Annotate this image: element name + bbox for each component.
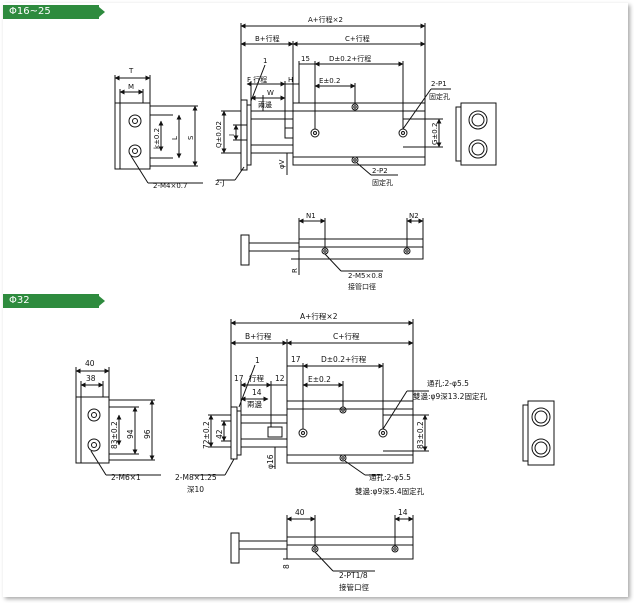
label-port-l: 2-PT1/8 <box>339 571 368 580</box>
label-h: H <box>288 76 293 84</box>
label-m4: 2-M4×0.7 <box>153 182 187 190</box>
label-dim14b: 14 <box>398 508 408 517</box>
label-p2: 2-P2 <box>372 167 388 175</box>
small-right-view <box>455 102 497 166</box>
label-part1-l: 1 <box>255 356 260 365</box>
label-g: G±0.2 <box>431 123 439 145</box>
label-counter2: 雙邊:φ9深5.4固定孔 <box>355 486 425 496</box>
label-h42: 42 <box>215 429 224 439</box>
large-side-view <box>193 319 429 476</box>
label-both-sides: 兩邊 <box>258 100 272 109</box>
label-b-stroke: B+行程 <box>255 34 280 43</box>
label-s: S <box>187 135 195 140</box>
label-e-l: E±0.2 <box>308 375 331 384</box>
label-dim17a: 17 <box>291 355 301 364</box>
small-end-view <box>114 75 203 184</box>
label-total-l: A+行程×2 <box>300 311 338 321</box>
large-right-view <box>522 400 555 466</box>
label-p1-note: 固定孔 <box>429 92 450 101</box>
label-q: Q±0.02 <box>215 121 223 148</box>
label-m6: 2-M6×1 <box>111 473 141 482</box>
label-m8: 2-M8×1.25 <box>175 473 217 482</box>
label-n1: N1 <box>306 212 316 220</box>
section-title-large: Φ32 <box>9 295 30 306</box>
small-labels: A+行程×2 B+行程 C+行程 15 D±0.2+行程 E±0.2 1 F 行… <box>128 15 450 291</box>
label-part1: 1 <box>263 57 267 65</box>
label-h96: 96 <box>143 429 152 439</box>
label-both-sides-l: 兩邊 <box>247 399 262 409</box>
label-dim8: 8 <box>282 564 291 569</box>
label-phi16: φ16 <box>266 454 275 469</box>
label-b-stroke-l: B+行程 <box>245 331 272 341</box>
label-h72: 72±0.2 <box>202 421 211 449</box>
section-banner-large: Φ32 <box>3 294 105 308</box>
label-p1: 2-P1 <box>431 80 447 88</box>
large-end-view <box>75 367 161 476</box>
label-dim12: 12 <box>275 374 285 383</box>
label-port-note: 接管口徑 <box>348 282 376 291</box>
label-h94: 94 <box>126 429 135 439</box>
label-d-stroke-l: D±0.2+行程 <box>321 354 367 364</box>
label-h83: 83±0.2 <box>110 421 119 449</box>
small-side-view <box>217 23 451 181</box>
label-stroke-l: 行程 <box>249 373 264 383</box>
large-bottom-view <box>230 515 414 572</box>
label-w40: 40 <box>85 359 95 368</box>
label-r: R <box>291 268 299 273</box>
label-w: W <box>267 89 274 97</box>
label-dim40: 40 <box>295 508 305 517</box>
label-c-stroke: C+行程 <box>345 34 370 43</box>
label-f-stroke: F 行程 <box>247 75 267 84</box>
label-port-note-l: 接管口徑 <box>339 582 369 592</box>
large-labels: A+行程×2 B+行程 C+行程 17 D±0.2+行程 17 行程 12 E±… <box>85 311 487 592</box>
label-through1: 通孔:2-φ5.5 <box>427 378 469 388</box>
label-through2: 通孔:2-φ5.5 <box>369 472 411 482</box>
label-phi-v: φV <box>278 159 286 169</box>
label-p2-note: 固定孔 <box>372 178 393 187</box>
label-dim15: 15 <box>301 55 310 63</box>
label-j: 2-J <box>215 179 224 187</box>
label-dim14: 14 <box>252 388 262 397</box>
label-k: k±0.2 <box>153 128 161 149</box>
drawing-sheet: Φ16~25 Φ32 <box>3 3 628 597</box>
label-n2: N2 <box>409 212 419 220</box>
label-l: L <box>171 136 179 140</box>
label-h83-right: 83±0.2 <box>416 421 425 449</box>
label-t: T <box>128 67 134 75</box>
label-e: E±0.2 <box>319 77 340 85</box>
label-port: 2-M5×0.8 <box>348 272 382 280</box>
label-m: M <box>128 83 134 91</box>
label-total: A+行程×2 <box>308 15 343 24</box>
label-c-stroke-l: C+行程 <box>333 331 360 341</box>
section-title-small: Φ16~25 <box>9 6 51 17</box>
technical-drawing: A+行程×2 B+行程 C+行程 15 D±0.2+行程 E±0.2 1 F 行… <box>75 15 555 592</box>
small-bottom-view <box>240 218 424 275</box>
label-d-stroke: D±0.2+行程 <box>329 54 371 63</box>
label-counter1: 雙邊:φ9深13.2固定孔 <box>413 391 487 401</box>
label-dim17b: 17 <box>234 374 244 383</box>
label-m8-depth: 深10 <box>187 485 204 494</box>
label-i: I <box>228 134 236 136</box>
label-w38: 38 <box>86 374 96 383</box>
section-banner-small: Φ16~25 <box>3 5 105 19</box>
